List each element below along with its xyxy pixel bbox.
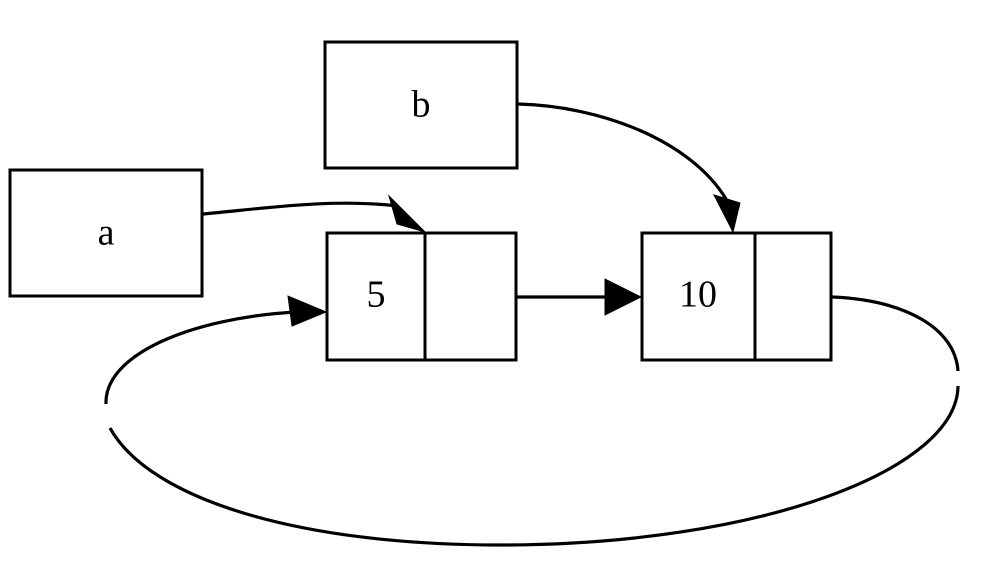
list-node-10[interactable]: 10 [640,231,833,362]
edge-a-to-node5-arrowhead [387,194,427,234]
edge-a-to-node5-path [202,201,399,216]
pointer-node-a-label: a [98,212,115,254]
edge-b-to-node10-arrowhead [713,194,741,234]
edge-node10-to-node5-path-left [104,310,297,405]
pointer-node-b[interactable]: b [323,40,519,170]
list-node-5[interactable]: 5 [325,231,518,362]
edge-node5-to-node10-arrowhead [604,278,643,316]
edge-node10-to-node5-path-bottom [108,385,960,547]
pointer-node-b-label: b [412,84,431,126]
list-node-5-value: 5 [367,274,386,316]
pointer-node-a-box[interactable] [8,168,204,298]
edge-node10-to-node5 [104,295,960,547]
edge-node5-to-node10 [516,278,643,316]
edge-a-to-node5 [202,194,427,234]
edge-node10-to-node5-path-right [831,295,960,372]
edge-b-to-node10-path [517,102,728,200]
list-node-10-box[interactable] [640,231,833,362]
pointer-node-a[interactable]: a [8,168,204,298]
edge-b-to-node10 [517,102,741,234]
list-node-5-box[interactable] [325,231,518,362]
edge-node10-to-node5-arrowhead [287,295,328,327]
pointer-node-b-box[interactable] [323,40,519,170]
list-node-10-value: 10 [679,274,717,316]
